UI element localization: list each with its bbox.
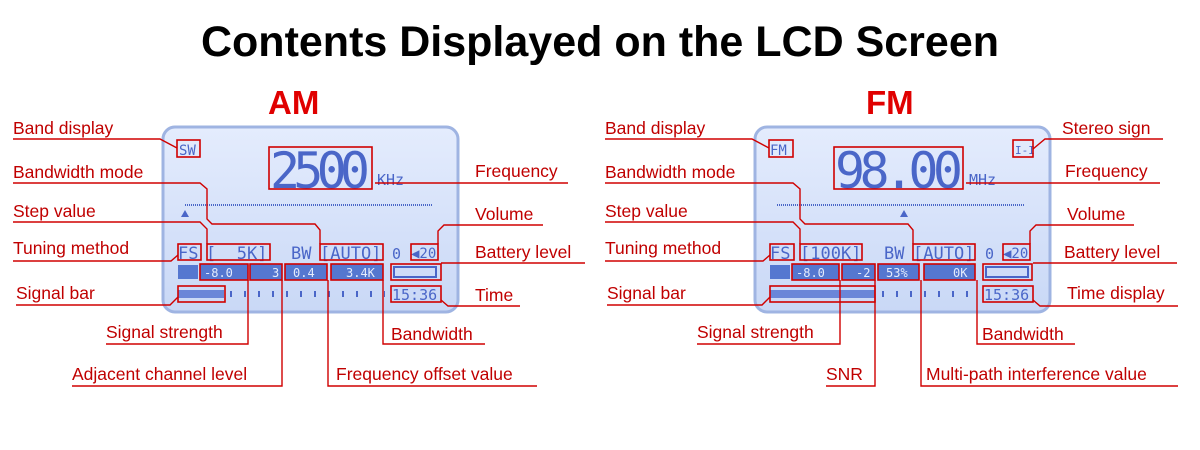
am-zero: 0 — [392, 245, 401, 263]
fm-snr: -2 — [856, 266, 870, 280]
fm-lcd: FM I-I 98.00 MHz FS [100K] BW [AUTO] 0 ◀… — [753, 125, 1052, 314]
fm-label-tuning-method: Tuning method — [605, 238, 722, 258]
am-battery-icon — [393, 266, 437, 278]
fm-label-signal-strength: Signal strength — [697, 322, 814, 342]
am-label-tuning-method: Tuning method — [13, 238, 130, 258]
am-label-signal-bar: Signal bar — [16, 283, 95, 303]
fm-label-battery-level: Battery level — [1064, 242, 1161, 262]
am-tuning-pointer-icon — [181, 210, 189, 217]
fm-leader-lines — [605, 138, 1178, 387]
fm-label-signal-bar: Signal bar — [607, 283, 686, 303]
am-time: 15:36 — [392, 286, 437, 304]
am-heading: AM — [268, 84, 320, 121]
fm-label-bandwidth-mode: Bandwidth mode — [605, 162, 736, 182]
fm-label-snr: SNR — [826, 364, 863, 384]
fm-tuning-method: FS — [770, 244, 790, 264]
am-offset: 0.4 — [293, 266, 315, 280]
am-label-frequency: Frequency — [475, 161, 558, 181]
am-speaker-icon — [178, 265, 198, 279]
am-band-value: SW — [179, 143, 196, 159]
am-tuning-method: FS — [178, 244, 198, 264]
am-label-frequency-offset: Frequency offset value — [336, 364, 513, 384]
am-leader-lines — [13, 138, 585, 387]
fm-label-band-display: Band display — [605, 118, 706, 138]
fm-unit: MHz — [969, 171, 996, 189]
fm-speaker-icon — [770, 265, 790, 279]
fm-battery-icon — [985, 266, 1029, 278]
am-label-bandwidth-mode: Bandwidth mode — [13, 162, 144, 182]
fm-bw-mode: [AUTO] — [913, 244, 974, 264]
am-label-volume: Volume — [475, 204, 534, 224]
fm-signal-strength: -8.0 — [796, 266, 825, 280]
am-label-signal-strength: Signal strength — [106, 322, 223, 342]
am-unit: KHz — [377, 171, 404, 189]
fm-bw-text: BW — [884, 244, 905, 264]
fm-time: 15:36 — [984, 286, 1029, 304]
fm-signal-bar — [770, 290, 875, 298]
am-volume: ◀20 — [411, 246, 436, 262]
am-label-time: Time — [475, 285, 514, 305]
am-lcd: SW 2500 KHz FS [ 5K] BW [AUTO] 0 ◀20 -8.… — [161, 125, 460, 314]
am-bandwidth: 3.4K — [346, 266, 376, 280]
fm-bandwidth: 0K — [953, 266, 968, 280]
am-adjacent: 3 — [272, 266, 279, 280]
fm-zero: 0 — [985, 245, 994, 263]
am-label-battery-level: Battery level — [475, 242, 572, 262]
fm-band-value: FM — [770, 143, 787, 159]
fm-label-stereo-sign: Stereo sign — [1062, 118, 1151, 138]
fm-tuning-pointer-icon — [900, 210, 908, 217]
fm-label-frequency: Frequency — [1065, 161, 1148, 181]
am-signal-bar — [178, 290, 224, 298]
am-label-step-value: Step value — [13, 201, 96, 221]
am-freq-value: 2500 — [270, 142, 370, 200]
fm-stereo-value: I-I — [1015, 144, 1035, 157]
am-step-value: [ 5K] — [206, 244, 267, 264]
fm-step-value: [100K] — [800, 244, 861, 264]
fm-multipath: 53% — [886, 266, 908, 280]
fm-label-bandwidth: Bandwidth — [982, 324, 1064, 344]
am-bw-text: BW — [291, 244, 312, 264]
fm-label-multipath: Multi-path interference value — [926, 364, 1147, 384]
am-bw-mode: [AUTO] — [320, 244, 381, 264]
am-label-bandwidth: Bandwidth — [391, 324, 473, 344]
page-title: Contents Displayed on the LCD Screen — [200, 18, 1000, 66]
fm-heading: FM — [866, 84, 914, 121]
am-label-band-display: Band display — [13, 118, 114, 138]
fm-volume: ◀20 — [1003, 246, 1028, 262]
fm-label-time-display: Time display — [1067, 283, 1165, 303]
fm-freq-value: 98.00 — [835, 142, 963, 200]
fm-label-volume: Volume — [1067, 204, 1126, 224]
fm-label-step-value: Step value — [605, 201, 688, 221]
am-label-adjacent-channel-level: Adjacent channel level — [72, 364, 248, 384]
am-signal-strength: -8.0 — [204, 266, 233, 280]
